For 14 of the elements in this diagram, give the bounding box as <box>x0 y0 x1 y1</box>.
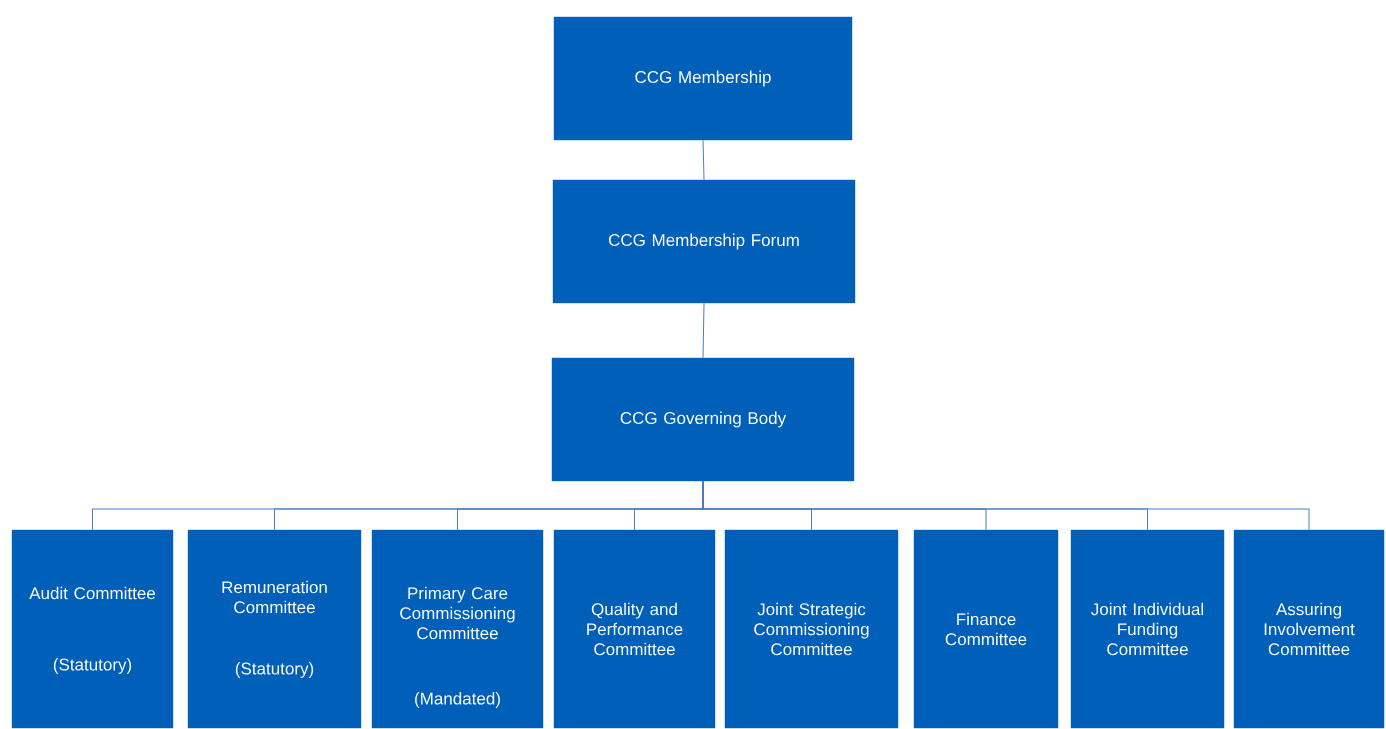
committee-box: Remuneration Committee (Statutory) <box>187 529 362 729</box>
connector-line <box>702 480 1310 531</box>
committee-box: Joint Individual Funding Committee <box>1070 529 1225 729</box>
committee-box: Finance Committee <box>913 529 1059 729</box>
connector-line <box>702 139 705 181</box>
committee-box: Assuring Involvement Committee <box>1233 529 1385 729</box>
committee-box: Quality and Performance Committee <box>553 529 716 729</box>
connector-line <box>702 302 705 359</box>
org-box: CCG Governing Body <box>551 357 855 482</box>
committee-box: Audit Committee (Statutory) <box>11 529 174 729</box>
org-box: CCG Membership <box>553 16 853 141</box>
committee-box: Joint Strategic Commissioning Committee <box>724 529 899 729</box>
committee-box: Primary Care Commissioning Committee (Mandated) <box>371 529 544 729</box>
org-box: CCG Membership Forum <box>552 179 856 304</box>
